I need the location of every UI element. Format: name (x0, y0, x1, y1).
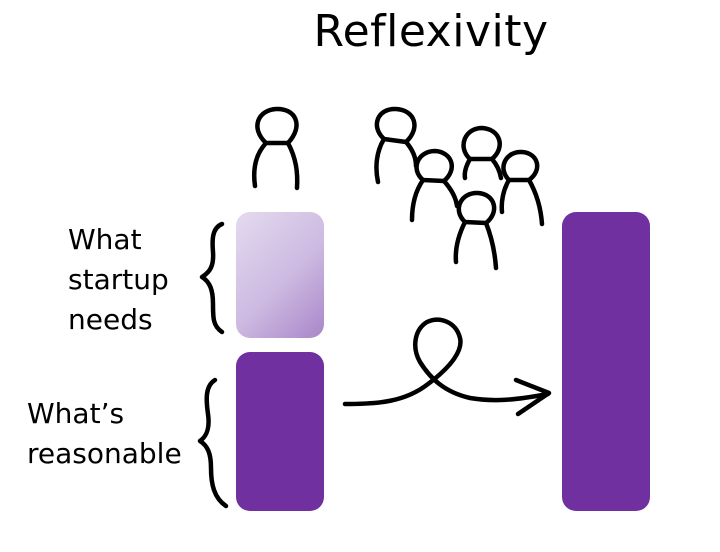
label-line: What’s (27, 397, 125, 430)
label-line: needs (68, 303, 153, 336)
loop-arrow-icon (342, 317, 552, 417)
bar-result (562, 212, 650, 511)
person-sketch-icon (461, 125, 504, 181)
slide-title: Reflexivity (313, 6, 549, 57)
label-line: What (68, 223, 142, 256)
label-what-startup-needs: What startup needs (68, 220, 169, 340)
label-whats-reasonable: What’s reasonable (27, 394, 182, 474)
bar-startup-needs (236, 212, 324, 338)
person-sketch-icon (453, 190, 499, 271)
person-sketch-icon (499, 149, 545, 227)
person-sketch-icon (251, 106, 300, 191)
label-line: reasonable (27, 437, 182, 470)
person-sketch-icon (374, 106, 419, 185)
curly-brace-icon (199, 221, 225, 335)
bar-reasonable (236, 352, 324, 511)
person-sketch-icon (409, 148, 460, 223)
curly-brace-icon (197, 377, 229, 509)
label-line: startup (68, 263, 169, 296)
